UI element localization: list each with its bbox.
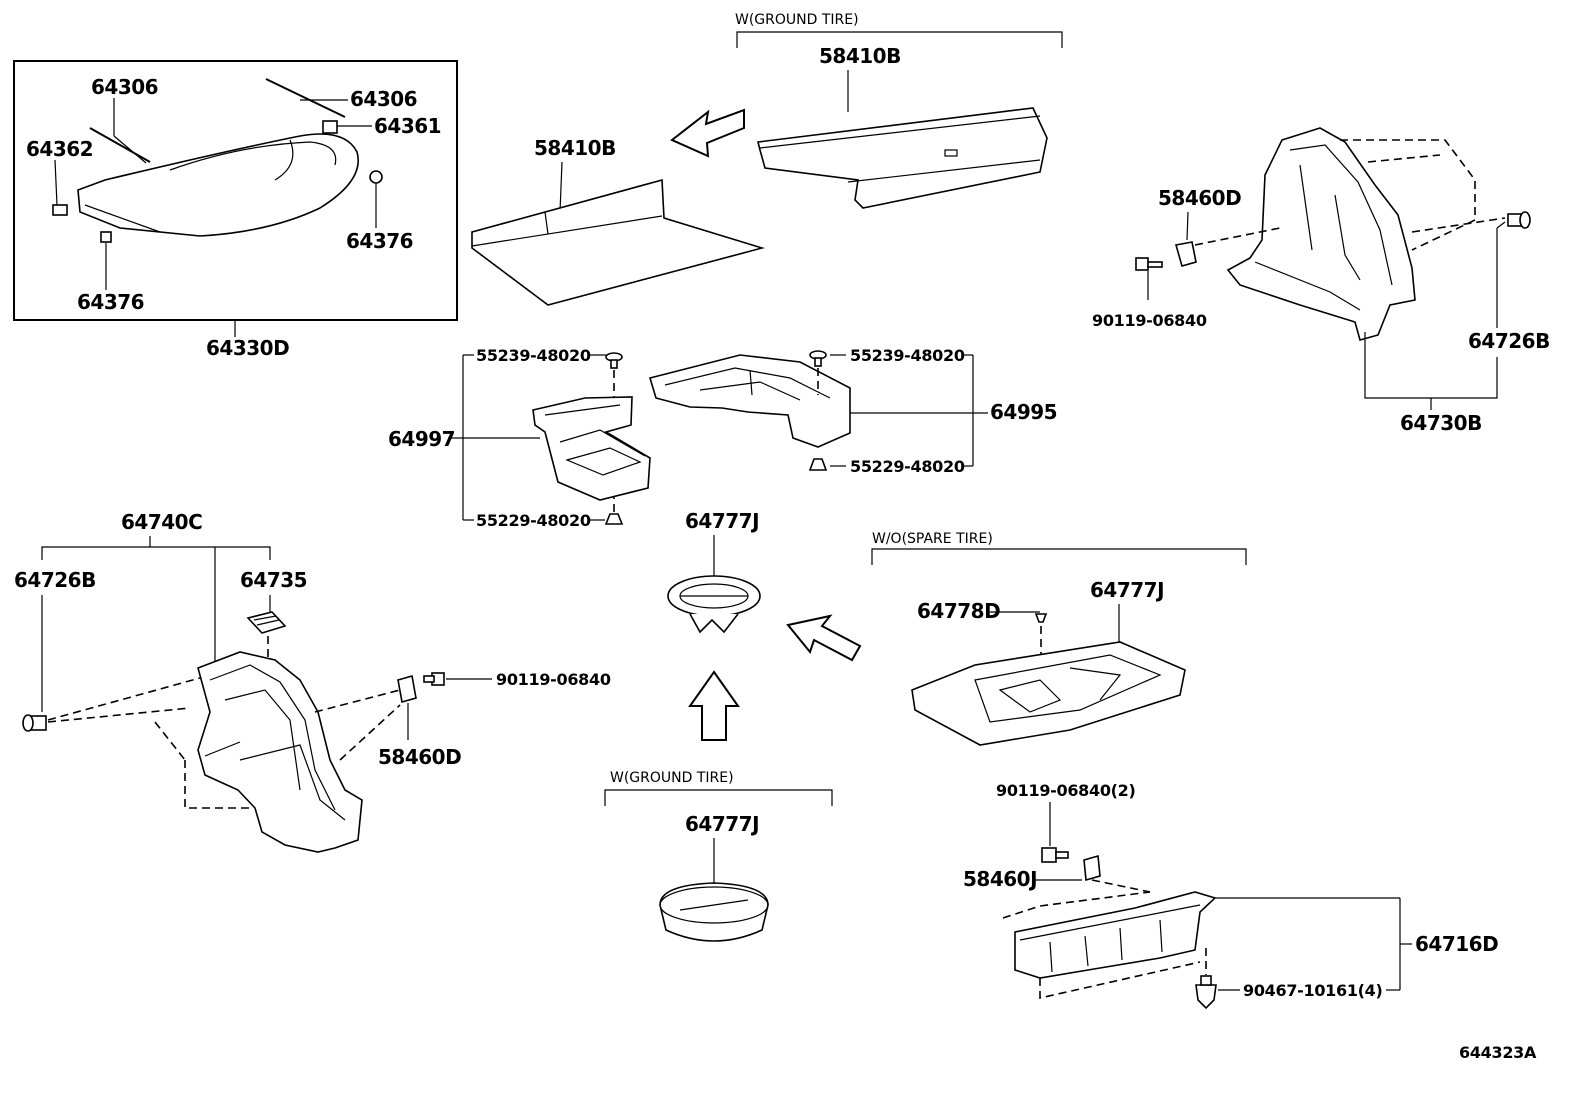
clip-90467[interactable] — [1195, 975, 1217, 1010]
arrow-left-icon — [670, 108, 745, 158]
label-64735: 64735 — [240, 568, 307, 592]
clip-64726B-left[interactable] — [22, 714, 47, 732]
clip-58460J[interactable] — [1083, 854, 1101, 882]
condition-bracket-top — [736, 31, 1063, 48]
clip-64376-right[interactable] — [369, 170, 383, 184]
arrow-up-icon — [688, 670, 740, 741]
arrow-upleft-icon — [786, 614, 862, 662]
label-64361: 64361 — [374, 114, 441, 138]
side-tray-64995[interactable] — [648, 354, 851, 448]
label-58410B-lower: 58410B — [534, 136, 616, 160]
screw-90119-right[interactable] — [1135, 257, 1163, 271]
tray-rod-left — [89, 127, 151, 163]
clip-55239-right[interactable] — [809, 350, 827, 367]
clip-64362[interactable] — [52, 204, 68, 216]
cover-64735[interactable] — [246, 611, 287, 634]
tray-rod-right — [265, 78, 346, 118]
clip-58460D-left[interactable] — [397, 674, 417, 704]
label-64778D: 64778D — [917, 599, 1000, 623]
rear-panel-trim-64716D[interactable] — [1014, 891, 1217, 979]
label-64376-left: 64376 — [77, 290, 144, 314]
screw-90119-left[interactable] — [423, 672, 445, 686]
label-64777J-bottom: 64777J — [685, 812, 759, 836]
figure-id: 644323A — [1459, 1043, 1537, 1062]
label-64330D: 64330D — [206, 336, 289, 360]
label-90119-right: 90119-06840 — [1092, 311, 1207, 330]
label-64376-right: 64376 — [346, 229, 413, 253]
clip-64778D[interactable] — [1034, 613, 1048, 623]
condition-spare-tire: W/O(SPARE TIRE) — [872, 531, 993, 547]
label-58460J: 58460J — [963, 867, 1037, 891]
label-64726B-right: 64726B — [1468, 329, 1550, 353]
label-55229-left: 55229-48020 — [476, 511, 591, 530]
label-55239-left: 55239-48020 — [476, 346, 591, 365]
label-64997: 64997 — [388, 427, 455, 451]
label-64306-a: 64306 — [91, 75, 158, 99]
label-90119-bottom: 90119-06840(2) — [996, 781, 1136, 800]
label-64777J-right: 64777J — [1090, 578, 1164, 602]
label-55239-right: 55239-48020 — [850, 346, 965, 365]
label-55229-right: 55229-48020 — [850, 457, 965, 476]
spare-tray-64777J-center[interactable] — [667, 575, 761, 634]
condition-ground-tire-top: W(GROUND TIRE) — [735, 12, 859, 28]
package-tray-trim[interactable] — [77, 133, 359, 237]
deck-board-58410B-ground-tire[interactable] — [757, 107, 1048, 209]
label-64362: 64362 — [26, 137, 93, 161]
screw-90119-bottom[interactable] — [1041, 847, 1069, 863]
spare-tray-64777J-ground-tire[interactable] — [659, 882, 769, 942]
clip-55239-left[interactable] — [605, 352, 623, 369]
clip-55229-left[interactable] — [604, 513, 624, 525]
label-64730B: 64730B — [1400, 411, 1482, 435]
quarter-trim-64740C[interactable] — [197, 651, 363, 853]
quarter-trim-64730B[interactable] — [1226, 127, 1416, 341]
deck-board-58410B[interactable] — [471, 178, 765, 306]
side-tray-64997[interactable] — [532, 396, 651, 501]
clip-64376-left[interactable] — [100, 231, 112, 243]
label-64716D: 64716D — [1415, 932, 1498, 956]
condition-bracket-spare — [871, 548, 1247, 565]
label-64740C: 64740C — [121, 510, 202, 534]
label-58460D-left: 58460D — [378, 745, 461, 769]
label-64726B-left: 64726B — [14, 568, 96, 592]
clip-64361[interactable] — [322, 120, 338, 134]
clip-55229-right[interactable] — [808, 458, 828, 471]
condition-bracket-bottom — [604, 789, 833, 806]
clip-64726B-right[interactable] — [1507, 211, 1531, 229]
label-90119-left: 90119-06840 — [496, 670, 611, 689]
label-58410B-upper: 58410B — [819, 44, 901, 68]
label-64995: 64995 — [990, 400, 1057, 424]
label-64306-b: 64306 — [350, 87, 417, 111]
spare-tray-64777J-wo-spare[interactable] — [911, 641, 1186, 746]
label-90467: 90467-10161(4) — [1243, 981, 1383, 1000]
label-58460D-right: 58460D — [1158, 186, 1241, 210]
clip-58460D-right[interactable] — [1174, 241, 1197, 267]
condition-ground-tire-bottom: W(GROUND TIRE) — [610, 770, 734, 786]
label-64777J-center: 64777J — [685, 509, 759, 533]
